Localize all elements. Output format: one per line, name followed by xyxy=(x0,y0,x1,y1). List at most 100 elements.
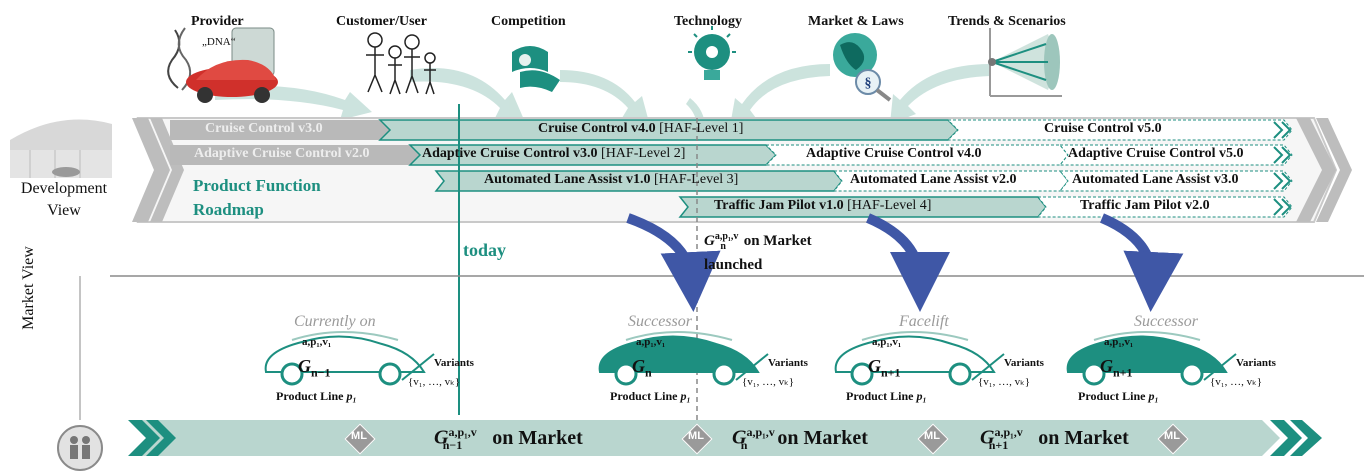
acc-v3-label: Adaptive Cruise Control v3.0 [HAF-Level … xyxy=(422,146,685,162)
product-superscript: a,p₁,v₁ xyxy=(302,336,332,348)
row-end-chevrons xyxy=(1273,121,1292,216)
bar-acc-v2 xyxy=(170,145,420,165)
product-line-label: Product Line p₁ xyxy=(846,389,927,403)
influence-arrow-market xyxy=(730,64,830,126)
cruise-v5-label: Cruise Control v5.0 xyxy=(1044,121,1162,136)
phase-successor-2: Successor xyxy=(1134,313,1198,330)
acc-v3-level: [HAF-Level 2] xyxy=(597,146,686,161)
launch-arrow-2 xyxy=(865,213,950,312)
svg-text:§: § xyxy=(865,76,872,91)
roadmap-label-line2: Roadmap xyxy=(193,200,264,219)
dna-label: „DNA“ xyxy=(202,36,236,48)
car-icon-2 xyxy=(834,331,1005,386)
influence-label-technology: Technology xyxy=(674,14,742,29)
ala-v3-label: Automated Lane Assist v3.0 xyxy=(1072,172,1239,187)
ala-v1-label: Automated Lane Assist v1.0 [HAF-Level 3] xyxy=(484,172,738,188)
roadmap-label-line1: Product Function xyxy=(193,176,321,195)
bar-acc-v4 xyxy=(764,144,1069,166)
variants-label: Variants xyxy=(1004,357,1044,369)
influence-arrow-trends xyxy=(890,64,990,124)
tjp-v1-level: [HAF-Level 4] xyxy=(843,198,932,213)
variant-set: {v₁, …, vₖ} xyxy=(978,376,1031,388)
influence-label-provider: Provider xyxy=(191,14,244,29)
people-icon xyxy=(57,425,103,471)
phase-currently-on: Currently on xyxy=(294,313,376,330)
bar-tjp-v2 xyxy=(1036,196,1293,218)
influence-arrow-customer xyxy=(410,68,525,122)
bar-cruise-v5 xyxy=(946,119,1293,141)
variants-label: Variants xyxy=(1236,357,1276,369)
car-icon-1 xyxy=(598,331,769,386)
launch-arrow-3 xyxy=(1099,213,1184,312)
tjp-v2-label: Traffic Jam Pilot v2.0 xyxy=(1080,198,1210,213)
launch-arrow-1 xyxy=(626,213,721,312)
product-symbol: Gn+1 xyxy=(868,356,901,380)
ala-v1-name: Automated Lane Assist v1.0 xyxy=(484,172,651,187)
tjp-v1-name: Traffic Jam Pilot v1.0 xyxy=(714,198,844,213)
influence-label-customer: Customer/User xyxy=(336,14,427,29)
influence-label-competition: Competition xyxy=(491,14,566,29)
product-line-label: Product Line p₁ xyxy=(1078,389,1159,403)
launch-line2: launched xyxy=(704,257,763,273)
cruise-v4-label: Cruise Control v4.0 [HAF-Level 1] xyxy=(538,121,743,137)
acc-v5-label: Adaptive Cruise Control v5.0 xyxy=(1068,146,1244,161)
milestone-ml-1: ML xyxy=(681,423,713,455)
development-band xyxy=(132,117,1352,223)
car-icon-3 xyxy=(1066,331,1237,386)
influence-label-market: Market & Laws xyxy=(808,14,904,29)
ala-v2-label: Automated Lane Assist v2.0 xyxy=(850,172,1017,187)
phase-successor-1: Successor xyxy=(628,313,692,330)
car-icon-0 xyxy=(264,331,435,386)
development-view-line2: View xyxy=(47,202,81,219)
bar-acc-v5 xyxy=(1058,144,1293,166)
technology-icon xyxy=(688,26,736,80)
market-laws-icon: § xyxy=(833,33,892,102)
influence-label-trends: Trends & Scenarios xyxy=(948,14,1066,29)
acc-v2-label: Adaptive Cruise Control v2.0 xyxy=(194,146,370,161)
ala-v1-level: [HAF-Level 3] xyxy=(650,172,739,187)
development-view-line1: Development xyxy=(20,180,108,197)
bar-ala-v3 xyxy=(1058,170,1293,192)
product-superscript: a,p₁,v₁ xyxy=(872,336,902,348)
cruise-v4-level: [HAF-Level 1] xyxy=(655,121,744,136)
product-line-label: Product Line p₁ xyxy=(610,389,691,403)
band-left-chevrons xyxy=(132,118,184,222)
competition-icon xyxy=(512,46,560,92)
variants-label: Variants xyxy=(768,357,808,369)
variant-set: {v₁, …, vₖ} xyxy=(408,376,461,388)
bar-cruise-v3 xyxy=(170,120,390,140)
phase-facelift: Facelift xyxy=(899,313,949,330)
launch-arrows xyxy=(626,213,1184,312)
market-view-label: Market View xyxy=(20,246,37,330)
launch-sup: a,p₁,v xyxy=(714,231,739,242)
product-symbol: Gn+1 xyxy=(1100,356,1133,380)
milestone-ml-3: ML xyxy=(1157,423,1189,455)
variant-set: {v₁, …, vₖ} xyxy=(742,376,795,388)
product-line-label: Product Line p₁ xyxy=(276,389,357,403)
milestone-ml-2: ML xyxy=(917,423,949,455)
cruise-v3-label: Cruise Control v3.0 xyxy=(205,121,323,136)
variant-set: {v₁, …, vₖ} xyxy=(1210,376,1263,388)
acc-v4-label: Adaptive Cruise Control v4.0 xyxy=(806,146,982,161)
product-superscript: a,p₁,v₁ xyxy=(636,336,666,348)
provider-icon xyxy=(167,27,278,103)
product-symbol: Gn−1 xyxy=(298,356,331,380)
influence-arrow-competition xyxy=(560,70,650,126)
product-symbol: Gn xyxy=(632,356,652,380)
launch-symbol: G xyxy=(704,233,715,249)
customer-user-icon xyxy=(366,32,436,95)
today-label: today xyxy=(463,240,507,260)
variants-label: Variants xyxy=(434,357,474,369)
development-building-icon xyxy=(10,119,112,178)
market-timeline xyxy=(128,420,1322,456)
launch-label: Ga,p₁,vn on Market launched xyxy=(704,228,812,274)
product-superscript: a,p₁,v₁ xyxy=(1104,336,1134,348)
band-right-chevrons xyxy=(1296,118,1352,222)
development-view-label: Development View xyxy=(4,178,124,222)
milestone-ml-0: ML xyxy=(344,423,376,455)
launch-line1: on Market xyxy=(739,233,812,249)
